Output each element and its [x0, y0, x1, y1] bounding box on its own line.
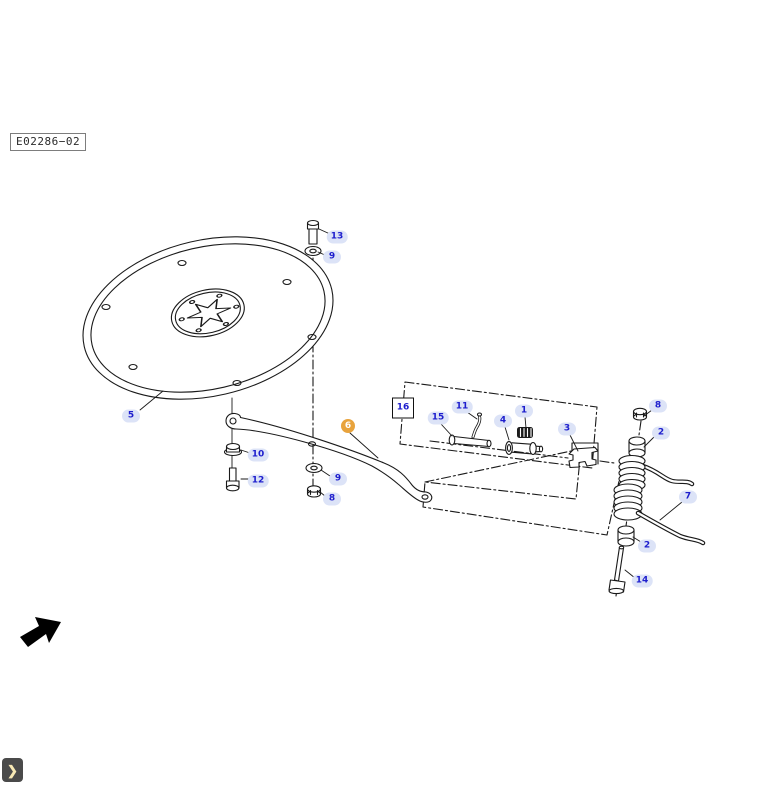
expand-panel-button[interactable]: ❯ [2, 758, 23, 782]
cutter-disc [82, 236, 334, 471]
callout-16[interactable]: 16 [392, 397, 414, 419]
callout-2[interactable]: 2 [652, 426, 670, 440]
callout-4[interactable]: 4 [494, 414, 512, 428]
spring-nut [632, 407, 648, 421]
callout-1[interactable]: 1 [515, 404, 533, 418]
spring-bolt [608, 545, 626, 595]
reference-frame-outlines [399, 381, 622, 536]
callout-2[interactable]: 2 [638, 539, 656, 553]
disc-bolt [306, 219, 320, 245]
callout-3[interactable]: 3 [558, 422, 576, 436]
callout-8[interactable]: 8 [323, 492, 341, 506]
arm-flange-nut [223, 442, 243, 457]
callout-6[interactable]: 6 [341, 419, 355, 433]
cotter-pin [471, 412, 483, 439]
callout-9[interactable]: 9 [329, 472, 347, 486]
callout-11[interactable]: 11 [451, 400, 473, 414]
latch-rod [448, 434, 492, 448]
chevron-right-icon: ❯ [7, 762, 18, 778]
view-direction-arrow-icon [20, 617, 61, 647]
arm-washer [305, 462, 323, 474]
callout-7[interactable]: 7 [679, 490, 697, 504]
disc-washer-top [304, 245, 322, 257]
latch-bracket [568, 442, 599, 469]
compression-spring [517, 427, 533, 438]
arm-bolt [225, 467, 240, 492]
callout-13[interactable]: 13 [326, 230, 348, 244]
callout-14[interactable]: 14 [631, 574, 653, 588]
callout-10[interactable]: 10 [247, 448, 269, 462]
torsion-spring [613, 454, 706, 546]
disc-spline-hole [178, 293, 240, 333]
disc-bolt-holes [101, 259, 317, 387]
callout-8[interactable]: 8 [649, 399, 667, 413]
spring-bushing-top [628, 436, 646, 458]
callout-9[interactable]: 9 [323, 250, 341, 264]
spring-bushing-bottom [617, 525, 635, 547]
callout-5[interactable]: 5 [122, 409, 140, 423]
pivot-arm [225, 412, 433, 503]
callout-12[interactable]: 12 [247, 474, 269, 488]
figure-code-label: E02286−02 [10, 133, 87, 151]
latch-pin-assembly [505, 441, 544, 456]
callout-15[interactable]: 15 [427, 411, 449, 425]
arm-nut [306, 485, 322, 498]
